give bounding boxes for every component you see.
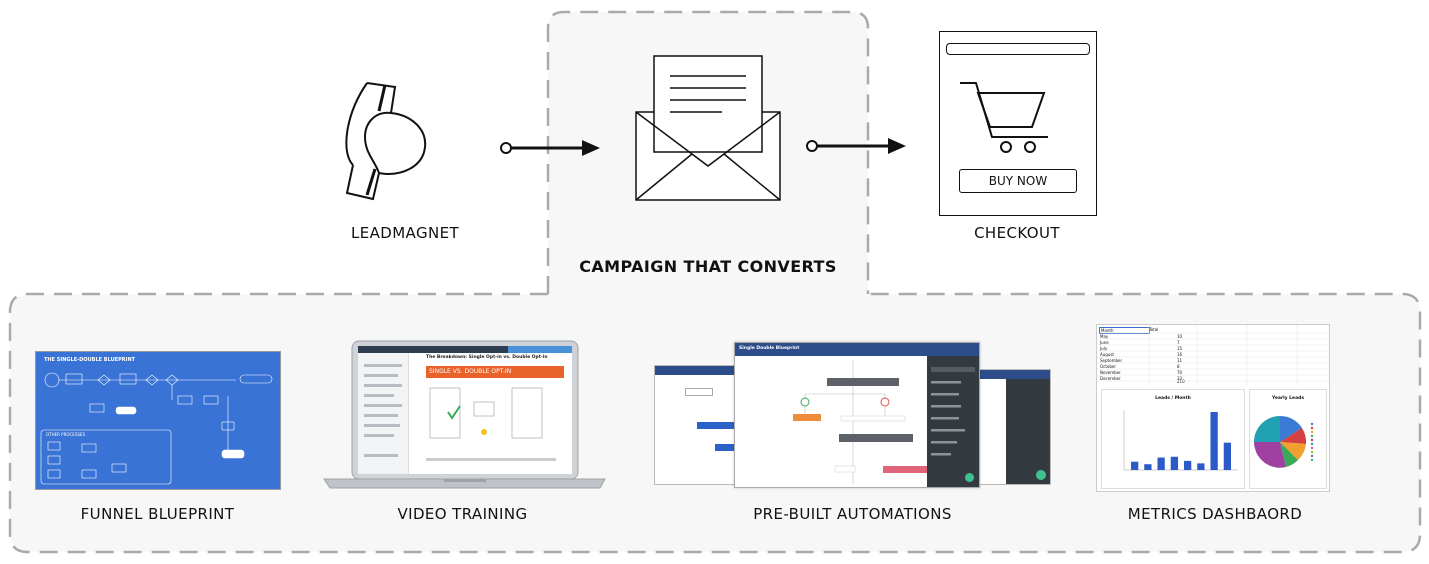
bar [1144, 464, 1152, 470]
month-cell: June [1100, 340, 1109, 345]
table-row: November 70 [1099, 370, 1195, 376]
bar [1210, 412, 1218, 470]
pie-slice [1280, 428, 1307, 444]
automations-label: PRE-BUILT AUTOMATIONS [753, 505, 952, 523]
automation-screen-back-right [975, 369, 1051, 485]
leads-per-month-chart: Leads / Month [1101, 389, 1245, 489]
leadmagnet-label: LEADMAGNET [350, 224, 460, 242]
table-row: October 8 [1099, 364, 1195, 370]
envelope-icon [635, 55, 781, 201]
table-row: May 10 [1099, 334, 1195, 340]
automation-flow [793, 360, 927, 484]
month-cell: August [1100, 352, 1114, 357]
col-header-month: Month [1099, 327, 1150, 334]
buy-now-button[interactable]: BUY NOW [959, 169, 1077, 193]
col-header-total: Total [1149, 327, 1159, 332]
checkout-page: BUY NOW [939, 31, 1097, 216]
bar [1130, 461, 1139, 470]
blueprint-flow [40, 372, 273, 485]
address-bar [946, 43, 1090, 55]
table-row: June 7 [1099, 340, 1195, 346]
spreadsheet-grid [1097, 325, 1329, 385]
automation-title: Single Double Blueprint [739, 346, 800, 351]
arrow-right-icon [500, 140, 600, 156]
total-cell: 33 [1177, 376, 1183, 381]
video-banner: SINGLE VS. DOUBLE OPT-IN [426, 366, 564, 378]
magnet-icon [345, 82, 427, 201]
total-cell: 11 [1177, 358, 1183, 363]
bar [1170, 456, 1179, 470]
automation-screen-main: Single Double Blueprint [734, 342, 980, 488]
table-row: December 33 [1099, 376, 1195, 382]
table-row: August 16 [1099, 352, 1195, 358]
month-cell: September [1100, 358, 1123, 363]
total-cell: 16 [1177, 352, 1183, 357]
video-training-screen: The Breakdown: Single Opt-in vs. Double … [358, 346, 572, 474]
funnel-blueprint-label: FUNNEL BLUEPRINT [80, 505, 235, 523]
blueprint-title: THE SINGLE-DOUBLE BLUEPRINT [44, 357, 136, 363]
leads-bar-plot [1123, 410, 1238, 471]
pie-slice [1280, 442, 1306, 460]
yearly-leads-chart: Yearly Leads [1249, 389, 1327, 489]
checkout-label: CHECKOUT [974, 224, 1060, 242]
month-cell: July [1100, 346, 1108, 351]
table-row: July 15 [1099, 346, 1195, 352]
yearly-chart-title: Yearly Leads [1271, 396, 1305, 401]
bar [1197, 463, 1205, 470]
automation-actions-list [931, 367, 975, 456]
pie-slice [1280, 415, 1302, 442]
shopping-cart-icon [960, 82, 1048, 153]
total-cell: 70 [1177, 370, 1183, 375]
leads-chart-title: Leads / Month [1155, 396, 1191, 401]
total-cell: 8 [1177, 364, 1180, 369]
video-heading: The Breakdown: Single Opt-in vs. Double … [426, 355, 548, 360]
metrics-total: 210 [1177, 379, 1185, 384]
total-cell: 15 [1177, 346, 1183, 351]
month-cell: December [1100, 376, 1121, 381]
month-cell: November [1100, 370, 1121, 375]
lesson-list [364, 364, 402, 457]
yearly-pie-plot [1254, 415, 1314, 468]
month-cell: October [1100, 364, 1117, 369]
campaign-label: CAMPAIGN THAT CONVERTS [579, 257, 837, 276]
video-training-label: VIDEO TRAINING [397, 505, 528, 523]
bar [1223, 442, 1232, 470]
arrow-right-icon [806, 138, 906, 154]
pie-slice [1254, 416, 1280, 442]
funnel-blueprint-thumbnail: THE SINGLE-DOUBLE BLUEPRINT [35, 351, 281, 490]
total-cell: 10 [1177, 334, 1183, 339]
pie-slice [1254, 442, 1286, 468]
month-cell: May [1100, 334, 1109, 339]
table-row: September 11 [1099, 358, 1195, 364]
metrics-label: METRICS DASHBAORD [1127, 505, 1303, 523]
bar [1183, 460, 1192, 470]
automation-screen-back-left [654, 365, 746, 485]
bar [1157, 457, 1165, 470]
video-diagram [429, 387, 543, 439]
other-processes-label: OTHER PROCESSES [46, 432, 85, 437]
total-cell: 7 [1177, 340, 1180, 345]
